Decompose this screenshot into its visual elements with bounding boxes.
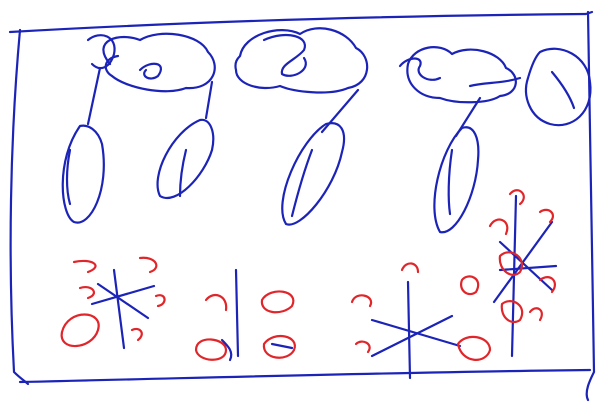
- bottom-plant-3: [352, 263, 490, 378]
- bottom-plant-1: [62, 258, 165, 348]
- bottom-plant-4: [490, 190, 556, 356]
- blue-plant-2: [235, 28, 367, 224]
- blue-plant-3: [400, 47, 590, 232]
- blue-plant-1: [63, 34, 215, 223]
- bottom-plant-2: [196, 270, 295, 360]
